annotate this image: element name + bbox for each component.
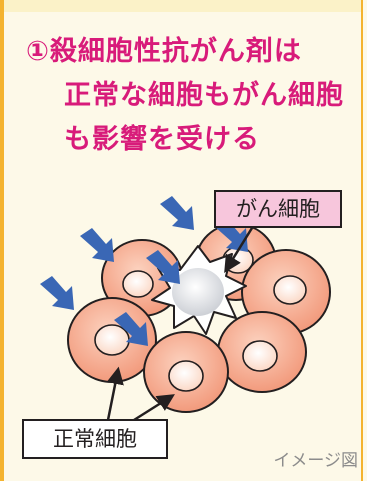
drug-arrow	[80, 228, 114, 262]
normal-cell	[143, 331, 229, 413]
normal-cell-pointer-right	[133, 394, 175, 422]
headline-line-2: 正常な細胞もがん細胞	[64, 80, 344, 111]
headline-line-1-text: 殺細胞性抗がん剤は	[49, 36, 302, 67]
normal-cell-label: 正常細胞	[22, 419, 168, 459]
cancer-cell-label: がん細胞	[214, 190, 342, 228]
cancer-cell	[151, 245, 247, 335]
frame-left-border	[0, 0, 4, 481]
frame-top-border	[0, 0, 363, 12]
drug-arrow	[146, 250, 180, 284]
normal-cell	[67, 297, 157, 383]
cancer-cell-pointer	[224, 227, 254, 273]
normal-cell	[217, 311, 307, 393]
drug-arrow	[114, 312, 148, 346]
drug-arrow	[40, 276, 74, 310]
image-caption: イメージ図	[273, 451, 358, 471]
normal-cell-pointer-left	[106, 366, 124, 421]
headline-line-3: も影響を受ける	[64, 124, 260, 155]
headline-number: ①	[26, 36, 50, 67]
headline: ①殺細胞性抗がん剤は 正常な細胞もがん細胞 も影響を受ける	[26, 30, 362, 162]
drug-arrow	[160, 196, 194, 230]
frame-right-border	[361, 0, 363, 481]
headline-line-1: ①殺細胞性抗がん剤は	[26, 30, 362, 74]
drug-arrows	[40, 196, 248, 346]
